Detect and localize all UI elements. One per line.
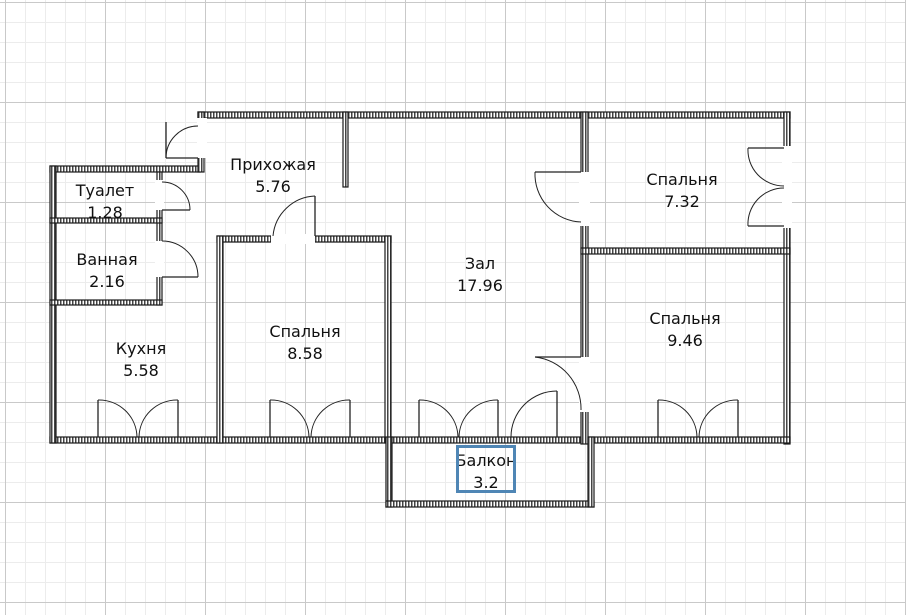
wall <box>197 111 791 119</box>
room-label-hallway[interactable]: Прихожая 5.76 <box>230 154 316 198</box>
doors <box>161 122 785 438</box>
room-area: 5.76 <box>255 177 291 196</box>
room-area: 5.58 <box>123 361 159 380</box>
room-label-bedroom-9-46[interactable]: Спальня 9.46 <box>649 308 720 352</box>
window <box>97 399 179 438</box>
room-name: Туалет <box>75 181 135 200</box>
door <box>747 147 785 227</box>
walls <box>49 111 791 508</box>
room-area: 8.58 <box>287 344 323 363</box>
room-label-kitchen[interactable]: Кухня 5.58 <box>116 338 166 382</box>
window <box>657 399 739 438</box>
wall <box>783 111 791 445</box>
room-area: 3.2 <box>473 473 499 492</box>
room-name: Прихожая <box>230 155 316 174</box>
wall <box>385 500 595 508</box>
wall <box>49 217 163 224</box>
wall <box>49 436 791 444</box>
room-name: Спальня <box>269 322 341 341</box>
window <box>269 399 351 438</box>
room-label-hall[interactable]: Зал 17.96 <box>457 253 503 297</box>
door <box>161 240 199 278</box>
room-name: Спальня <box>649 309 721 328</box>
room-area: 2.16 <box>89 272 125 291</box>
wall <box>384 235 392 444</box>
room-name: Зал <box>464 254 496 273</box>
selection-box[interactable] <box>456 445 516 493</box>
wall <box>49 165 201 173</box>
room-label-balcony[interactable]: Балкон 3.2 <box>456 450 517 494</box>
room-area: 7.32 <box>664 192 700 211</box>
windows <box>97 399 739 438</box>
wall <box>342 111 349 188</box>
room-label-toilet[interactable]: Туалет 1.28 <box>76 180 134 224</box>
wall <box>216 235 224 444</box>
door <box>534 356 582 411</box>
wall <box>587 436 595 508</box>
room-label-bedroom-8-58[interactable]: Спальня 8.58 <box>269 321 340 365</box>
room-name: Ванная <box>76 250 138 269</box>
room-area: 9.46 <box>667 331 703 350</box>
wall <box>49 299 163 306</box>
door <box>161 181 191 211</box>
room-area: 17.96 <box>457 276 503 295</box>
door <box>165 122 199 159</box>
room-name: Кухня <box>115 339 167 358</box>
room-name: Спальня <box>646 170 718 189</box>
door <box>272 195 316 237</box>
door <box>510 390 558 438</box>
room-label-bedroom-7-32[interactable]: Спальня 7.32 <box>646 169 717 213</box>
door <box>534 171 582 223</box>
room-area: 1.28 <box>87 203 123 222</box>
room-name: Балкон <box>455 451 517 470</box>
window <box>418 399 499 438</box>
room-label-bathroom[interactable]: Ванная 2.16 <box>76 249 137 293</box>
wall <box>385 436 393 508</box>
wall <box>580 247 791 255</box>
wall <box>580 111 589 445</box>
